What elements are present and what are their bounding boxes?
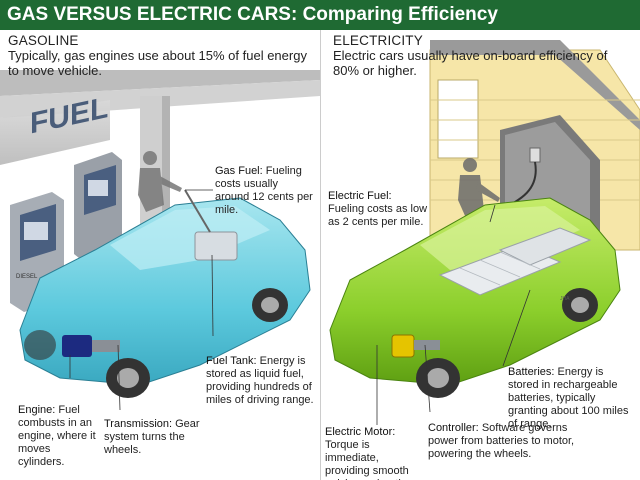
electric-motor bbox=[391, 334, 440, 358]
label-controller: Controller: Software governs power from … bbox=[428, 422, 578, 461]
gas-car bbox=[19, 189, 311, 398]
motor-title: Electric Motor: bbox=[325, 426, 396, 438]
person-silhouette-left bbox=[138, 151, 182, 212]
engine-text: Fuel combusts in an engine, where it mov… bbox=[18, 404, 96, 468]
engine bbox=[62, 335, 120, 357]
label-electric-fuel: Electric Fuel: Fueling costs as low as 2… bbox=[328, 190, 432, 229]
section-divider bbox=[320, 30, 321, 480]
person-silhouette-right bbox=[458, 158, 500, 218]
label-engine: Engine: Fuel combusts in an engine, wher… bbox=[18, 404, 98, 469]
page-title: GAS VERSUS ELECTRIC CARS: Comparing Effi… bbox=[0, 0, 640, 30]
batteries-title: Batteries: bbox=[508, 366, 555, 378]
controller-text: Software governs power from batteries to… bbox=[428, 422, 575, 460]
batteries-text: Energy is stored in rechargeable batteri… bbox=[508, 366, 629, 430]
electric-car: JHA bbox=[329, 197, 621, 398]
svg-text:DIESEL: DIESEL bbox=[16, 274, 38, 280]
battery-pack bbox=[438, 227, 592, 296]
label-transmission: Transmission: Gear system turns the whee… bbox=[104, 418, 222, 457]
illustration: FUEL DIESEL bbox=[0, 40, 640, 425]
label-fuel-tank: Fuel Tank: Energy is stored as liquid fu… bbox=[206, 355, 314, 407]
fuel-tank bbox=[184, 189, 238, 261]
fuel-pump-back bbox=[74, 152, 122, 262]
electric-fuel-text: Fueling costs as low as 2 cents per mile… bbox=[328, 203, 428, 228]
label-batteries: Batteries: Energy is stored in rechargea… bbox=[508, 366, 634, 431]
garage-house bbox=[429, 40, 640, 251]
gas-fuel-title: Gas Fuel: bbox=[215, 165, 263, 177]
gasoline-subtitle: Typically, gas engines use about 15% of … bbox=[8, 48, 307, 78]
motor-text: Torque is immediate, providing smooth qu… bbox=[325, 439, 416, 480]
engine-title: Engine: bbox=[18, 404, 56, 416]
label-gas-fuel: Gas Fuel: Fueling costs usually around 1… bbox=[215, 165, 313, 217]
label-electric-motor: Electric Motor: Torque is immediate, pro… bbox=[325, 426, 423, 480]
electricity-header: ELECTRICITY Electric cars usually have o… bbox=[333, 33, 633, 78]
fuel-tank-text: Energy is stored as liquid fuel, providi… bbox=[206, 355, 314, 406]
artist-signature: JHA bbox=[560, 296, 570, 302]
gas-fuel-text: Fueling costs usually around 12 cents pe… bbox=[215, 165, 313, 216]
gas-station: FUEL DIESEL bbox=[0, 70, 320, 312]
electricity-subtitle: Electric cars usually have on-board effi… bbox=[333, 48, 608, 78]
electricity-heading: ELECTRICITY bbox=[333, 33, 423, 48]
gasoline-heading: GASOLINE bbox=[8, 33, 79, 48]
transmission-text: Gear system turns the wheels. bbox=[104, 418, 200, 456]
electric-fuel-title: Electric Fuel: bbox=[328, 190, 392, 202]
controller-title: Controller: bbox=[428, 422, 479, 434]
leader-lines bbox=[69, 189, 531, 425]
transmission-title: Transmission: bbox=[104, 418, 173, 430]
fuel-tank-title: Fuel Tank: bbox=[206, 355, 257, 367]
gasoline-header: GASOLINE Typically, gas engines use abou… bbox=[8, 33, 308, 78]
